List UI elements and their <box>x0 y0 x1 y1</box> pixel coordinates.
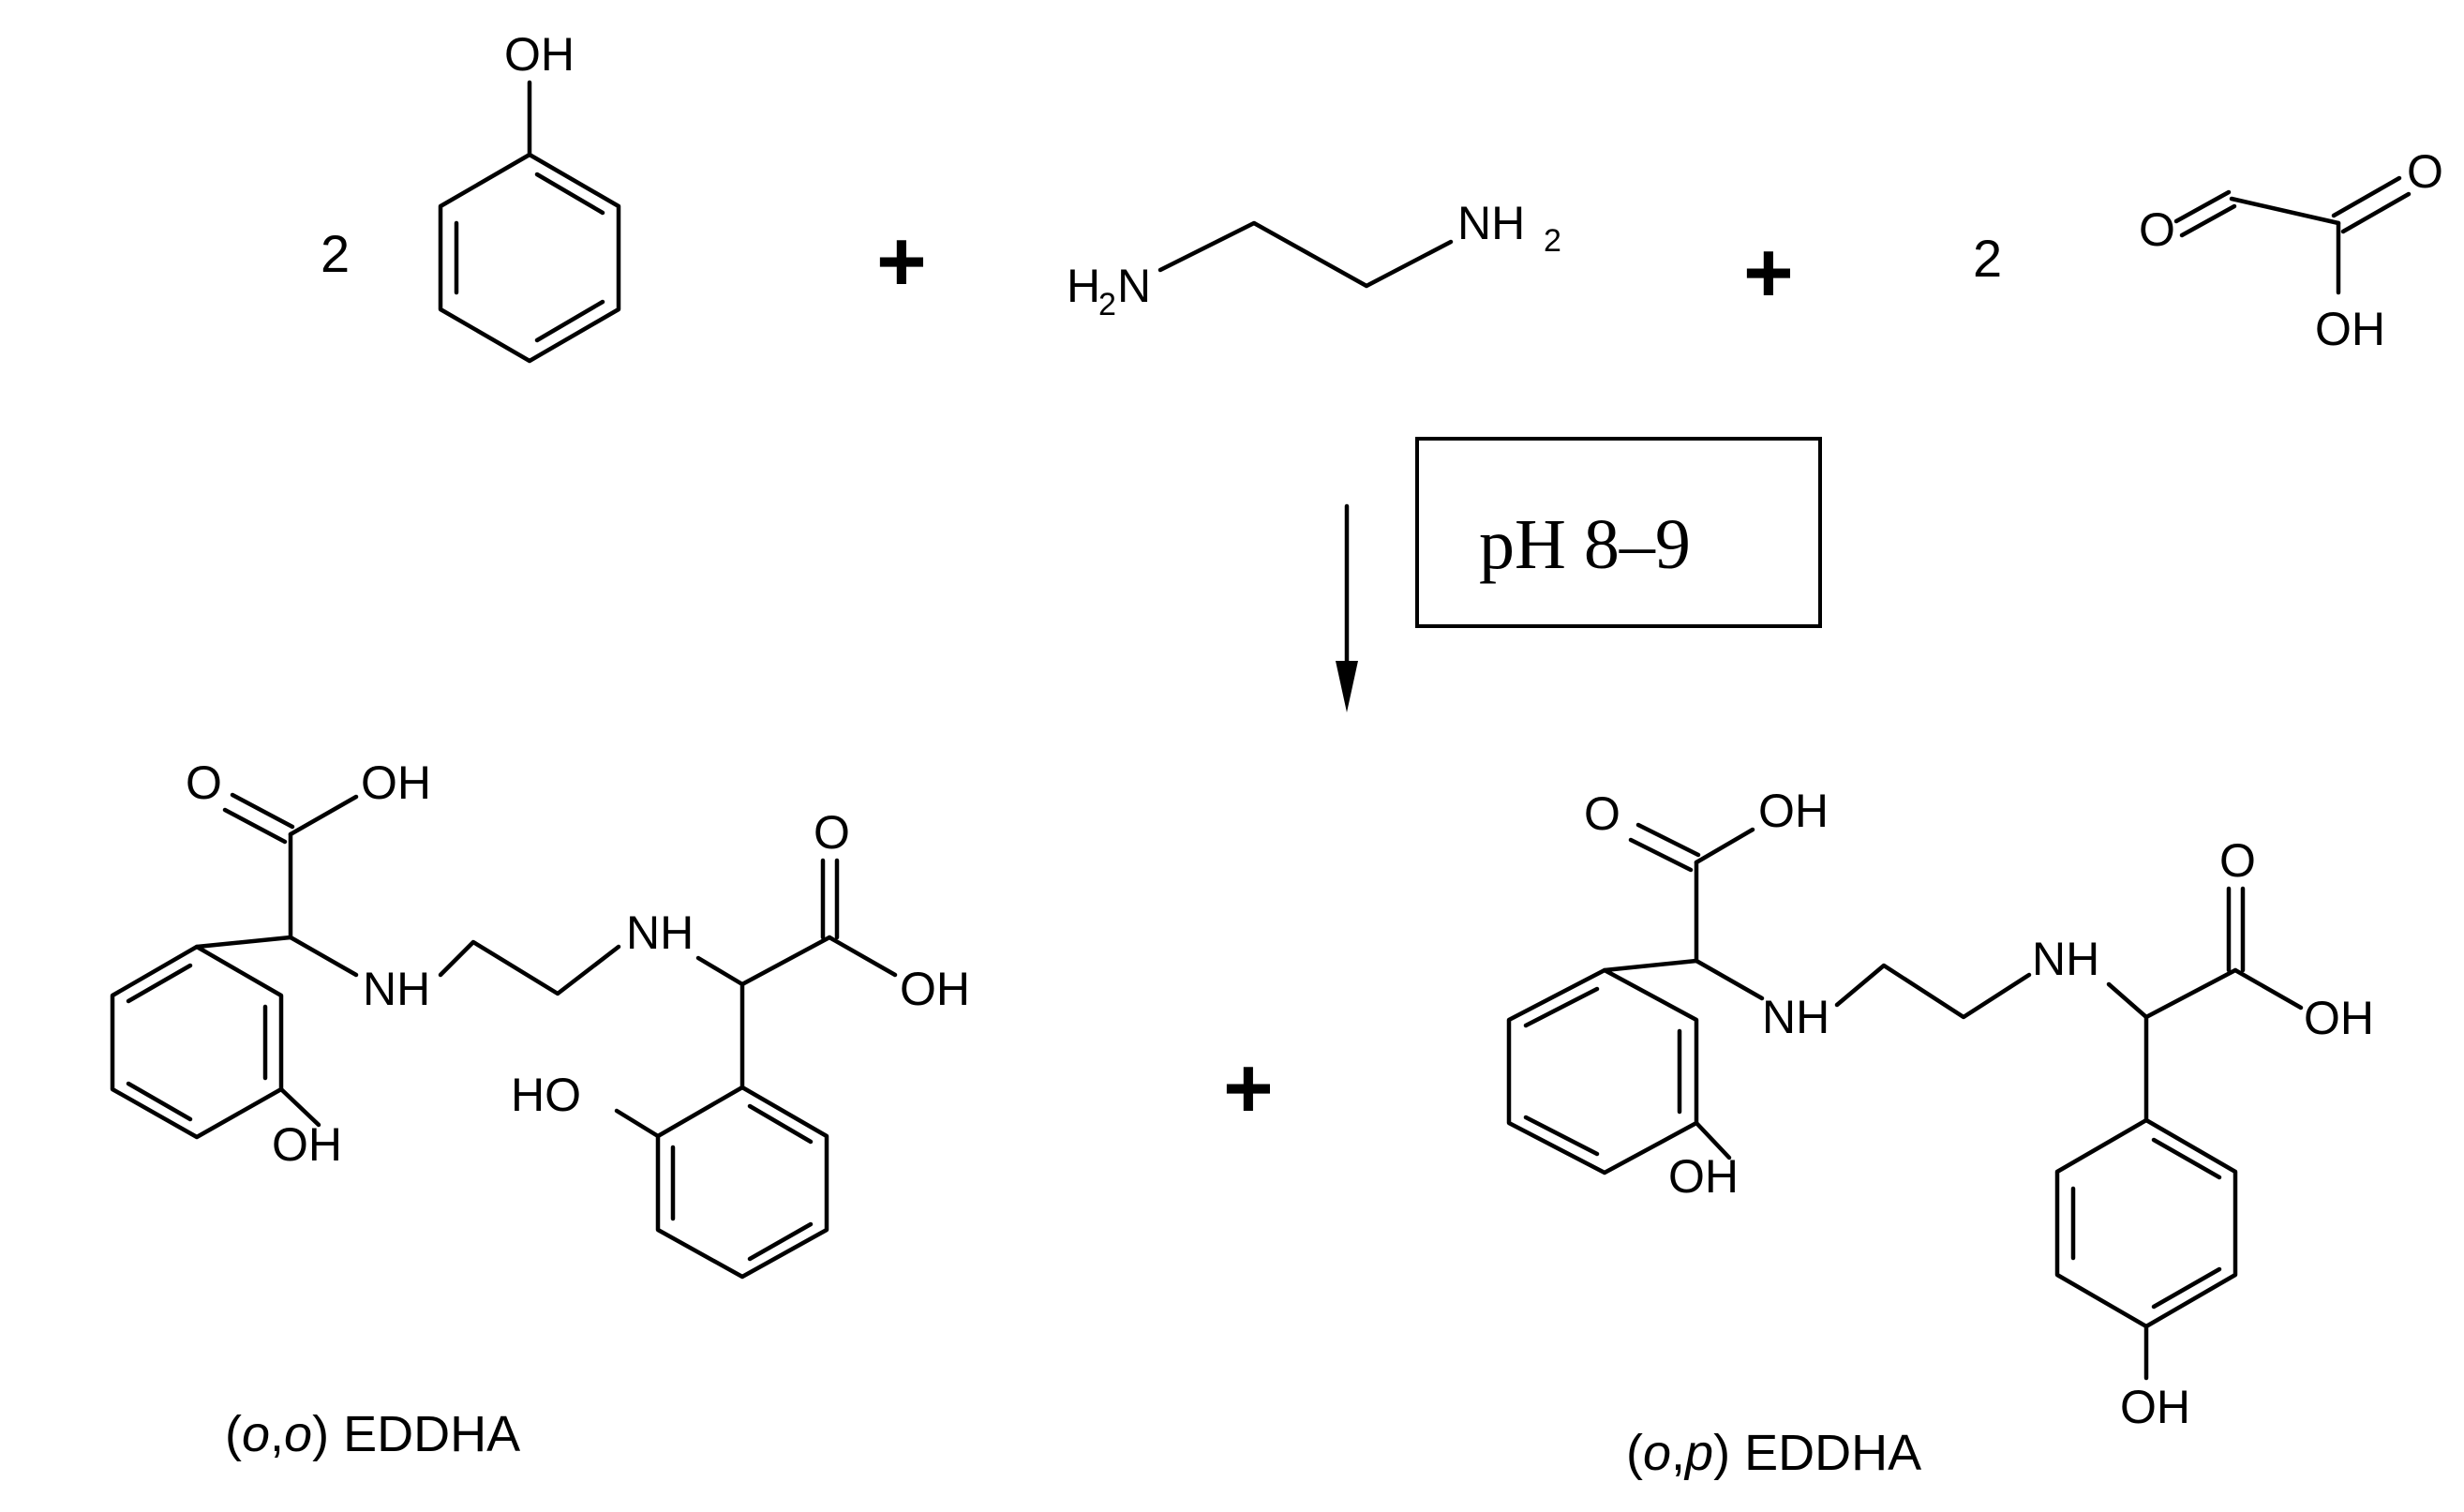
en-nh-right-subscript: 2 <box>1544 223 1561 259</box>
op-right-carboxyl-c-oh-bond <box>2233 967 2304 1010</box>
conditions-label: pH 8–9 <box>1479 505 1691 584</box>
op-caption-comma: , <box>1671 1425 1685 1481</box>
oo-ring-1-to-alpha-c <box>194 935 293 950</box>
oo-alpha-c-to-right-carboxyl <box>739 935 832 987</box>
phenol-coefficient: 2 <box>321 224 350 283</box>
op-ethylene-bridge <box>1834 963 2032 1020</box>
products-plus-sign: + <box>1223 1040 1274 1136</box>
op-ring-2 <box>2054 1117 2238 1329</box>
en-h-left: H <box>1067 260 1100 312</box>
oo-nh-right: NH <box>626 906 694 959</box>
oo-caption-close: ) <box>312 1406 329 1462</box>
oo-ring-2-c-oh-bond <box>614 1108 661 1139</box>
op-top-carboxyl-o: O <box>1584 787 1620 840</box>
oo-ring-2-ho: HO <box>511 1069 581 1121</box>
glyoxylic-carbonyl-double-bond <box>2331 175 2412 234</box>
plus-sign-2: + <box>1743 225 1794 321</box>
op-eddha-caption: (o,p) EDDHA <box>1626 1425 1921 1481</box>
op-top-carboxyl-c-oh-bond <box>1694 827 1755 865</box>
op-ring-1 <box>1506 967 1699 1175</box>
op-right-carboxyl-o: O <box>2219 834 2256 887</box>
oo-ring-2-double-bonds <box>670 1103 814 1262</box>
conditions-box <box>1415 437 1822 628</box>
oo-top-carboxyl-c-oh-bond <box>288 794 359 837</box>
op-top-carboxyl-oh: OH <box>1758 785 1829 837</box>
oo-caption-open: ( <box>225 1406 242 1462</box>
glyoxylic-c-c-bond <box>2229 196 2341 226</box>
glyoxylic-o-carbonyl: O <box>2407 145 2443 198</box>
oo-ring-1 <box>110 944 284 1140</box>
op-caption-open: ( <box>1626 1425 1643 1481</box>
op-ring-1-oh: OH <box>1668 1150 1739 1203</box>
op-ring-2-oh: OH <box>2120 1381 2190 1433</box>
oo-top-carboxyl-o: O <box>186 756 222 809</box>
glyoxylic-oh: OH <box>2315 303 2385 355</box>
oo-eddha-caption: (o,o) EDDHA <box>225 1406 520 1462</box>
op-nh-right: NH <box>2032 933 2099 985</box>
oo-right-carboxyl-double-bond <box>820 858 840 940</box>
phenol-ring <box>438 152 621 364</box>
en-h-left-subscript: 2 <box>1098 287 1116 322</box>
ethylenediamine-structure: H 2 N NH 2 <box>1067 197 1561 322</box>
phenol-ring-double-bonds <box>454 172 605 343</box>
glyoxylic-aldehyde-double-bond <box>2173 189 2237 238</box>
op-right-carboxyl-oh: OH <box>2304 992 2374 1044</box>
en-nh-right: NH <box>1457 197 1525 249</box>
plus-sign-1: + <box>876 214 927 309</box>
op-ring-1-to-alpha-c <box>1602 958 1699 973</box>
op-alpha-c-to-right-carboxyl <box>2143 967 2238 1020</box>
op-nh-left: NH <box>1762 991 1829 1043</box>
en-chain <box>1157 220 1454 289</box>
oo-ring-1-c-oh-bond <box>278 1086 321 1128</box>
oo-right-carboxyl-o: O <box>814 806 850 859</box>
oo-caption-o2: o <box>284 1406 312 1462</box>
op-right-carboxyl-double-bond <box>2226 886 2246 973</box>
op-eddha-structure: OH O OH NH NH O OH OH <box>1506 785 2374 1433</box>
op-caption-name: EDDHA <box>1730 1425 1921 1481</box>
op-top-carboxyl-double-bond <box>1628 822 1701 873</box>
oo-eddha-structure: OH O OH NH NH O OH HO <box>110 756 970 1280</box>
glyoxylic-acid-structure: 2 O O OH <box>1973 145 2443 355</box>
phenol-structure: 2 OH <box>321 28 621 364</box>
op-alpha-c-to-nh <box>1694 958 1765 1001</box>
glyoxylic-coefficient: 2 <box>1973 229 2002 288</box>
phenol-oh: OH <box>504 28 575 81</box>
op-caption-o1: o <box>1643 1425 1671 1481</box>
oo-right-carboxyl-oh: OH <box>900 963 970 1015</box>
oo-ring-2 <box>655 1085 829 1280</box>
op-ring-1-double-bonds <box>1523 986 1682 1157</box>
oo-nh-left: NH <box>363 963 430 1015</box>
oo-caption-name: EDDHA <box>329 1406 520 1462</box>
oo-ring-1-oh: OH <box>272 1118 342 1171</box>
glyoxylic-o-aldehyde: O <box>2139 203 2175 256</box>
oo-right-carboxyl-c-oh-bond <box>827 935 898 978</box>
oo-caption-o1: o <box>242 1406 270 1462</box>
oo-ethylene-bridge <box>438 939 621 996</box>
op-ring-2-double-bonds <box>2070 1137 2222 1310</box>
reaction-arrow <box>1336 503 1358 712</box>
oo-caption-comma: , <box>270 1406 284 1462</box>
oo-top-carboxyl-oh: OH <box>361 756 431 809</box>
oo-ring-1-double-bonds <box>126 963 268 1122</box>
op-caption-close: ) <box>1713 1425 1730 1481</box>
oo-nh-to-alpha-c <box>695 955 745 987</box>
oo-alpha-c-to-nh <box>288 935 359 978</box>
op-nh-to-alpha-c <box>2106 981 2149 1020</box>
op-ring-1-c-oh-bond <box>1694 1120 1732 1160</box>
en-n-left: N <box>1117 260 1151 312</box>
arrow-head <box>1336 661 1358 712</box>
op-caption-p: p <box>1683 1425 1713 1481</box>
oo-top-carboxyl-double-bond <box>222 792 295 845</box>
